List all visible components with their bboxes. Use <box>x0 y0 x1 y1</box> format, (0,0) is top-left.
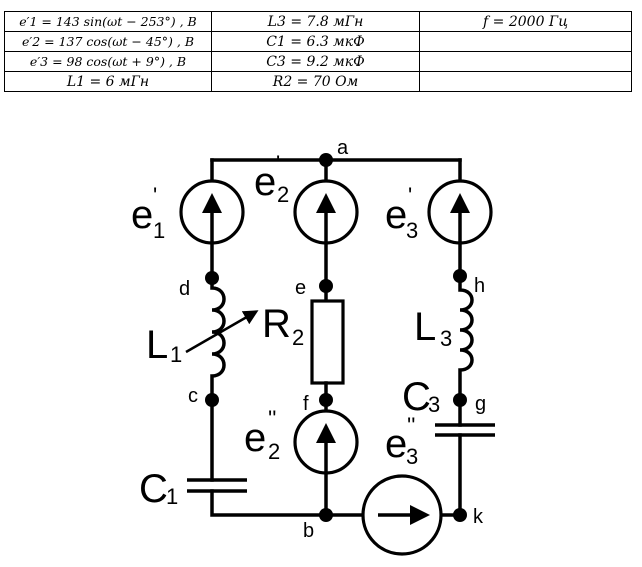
svg-text:': ' <box>276 151 280 176</box>
node-k <box>453 508 467 522</box>
label-L1: L 1 <box>146 323 182 367</box>
svg-text:e: e <box>244 416 266 460</box>
inductor-L3 <box>458 274 474 402</box>
arrow-up-icon <box>450 193 470 213</box>
node-label-k: k <box>473 506 484 528</box>
label-C3: C 3 <box>402 375 440 419</box>
svg-text:C: C <box>139 467 168 511</box>
node-label-e: e <box>295 277 306 299</box>
table-cell: C1 = 6.3 мкФ <box>211 31 420 52</box>
svg-text:2: 2 <box>292 325 304 350</box>
label-R2: R 2 <box>262 302 304 350</box>
svg-text:'': '' <box>268 406 276 431</box>
node-label-d: d <box>179 278 190 300</box>
source-e3-prime <box>427 179 493 245</box>
svg-text:e: e <box>385 193 407 237</box>
source-e3-double-prime <box>361 474 443 556</box>
node-e <box>319 279 333 293</box>
node-label-b: b <box>303 520 314 542</box>
svg-text:R: R <box>262 302 291 346</box>
svg-text:e: e <box>385 422 407 466</box>
node-label-h: h <box>474 275 485 297</box>
inductor-L1 <box>210 276 226 402</box>
table-row: L1 = 6 мГн R2 = 70 Ом <box>4 71 632 92</box>
table-cell <box>419 71 632 92</box>
label-C1: C 1 <box>139 467 178 511</box>
arrow-right-icon <box>410 505 430 525</box>
wire-left-bottom <box>210 489 365 517</box>
node-label-f: f <box>303 393 309 415</box>
node-f <box>319 393 333 407</box>
table-cell: C3 = 9.2 мкФ <box>211 51 420 72</box>
node-a <box>319 153 333 167</box>
source-e2-double-prime <box>293 409 359 475</box>
table-cell: e′3 = 98 cos(ωt + 9°) , В <box>4 51 212 72</box>
variable-arrow <box>185 310 259 354</box>
wire-right-k <box>439 433 462 517</box>
svg-text:e: e <box>131 193 153 237</box>
node-d <box>205 271 219 285</box>
arrow-up-icon <box>202 193 222 213</box>
node-b <box>319 508 333 522</box>
svg-text:2: 2 <box>277 182 289 207</box>
source-e1-prime <box>179 179 245 245</box>
svg-text:3: 3 <box>406 444 418 469</box>
parameter-table: e′1 = 143 sin(ωt − 253°) , В L3 = 7.8 мГ… <box>4 11 632 92</box>
svg-text:': ' <box>153 183 157 208</box>
svg-text:1: 1 <box>170 342 182 367</box>
label-e3-double-prime: e '' 3 <box>385 413 418 469</box>
svg-text:'': '' <box>407 413 415 438</box>
svg-text:3: 3 <box>406 218 418 243</box>
table-row: e′3 = 98 cos(ωt + 9°) , В C3 = 9.2 мкФ <box>4 51 632 72</box>
label-e3-prime: e ' 3 <box>385 183 418 243</box>
table-row: e′2 = 137 cos(ωt − 45°) , В C1 = 6.3 мкФ <box>4 31 632 52</box>
label-e1-prime: e ' 1 <box>131 183 165 243</box>
node-c <box>205 393 219 407</box>
svg-text:3: 3 <box>428 392 440 417</box>
svg-text:1: 1 <box>153 218 165 243</box>
svg-text:L: L <box>146 323 168 367</box>
node-label-a: a <box>337 137 349 159</box>
resistor-R2 <box>310 299 345 385</box>
node-h <box>453 269 467 283</box>
label-L3: L 3 <box>414 305 452 351</box>
arrow-up-icon <box>316 423 336 443</box>
svg-text:1: 1 <box>166 484 178 509</box>
svg-text:e: e <box>254 160 276 204</box>
node-label-g: g <box>475 393 486 415</box>
svg-text:2: 2 <box>268 439 280 464</box>
arrow-up-icon <box>316 193 336 213</box>
table-cell: L1 = 6 мГн <box>4 71 212 92</box>
svg-text:': ' <box>408 183 412 208</box>
node-label-c: c <box>188 385 198 407</box>
table-cell: R2 = 70 Ом <box>211 71 420 92</box>
svg-text:L: L <box>414 305 436 349</box>
node-g <box>453 393 467 407</box>
label-e2-double-prime: e '' 2 <box>244 406 280 464</box>
label-e2-prime: e ' 2 <box>254 151 289 207</box>
svg-text:3: 3 <box>440 326 452 351</box>
source-e2-prime <box>293 179 359 245</box>
svg-text:C: C <box>402 375 431 419</box>
